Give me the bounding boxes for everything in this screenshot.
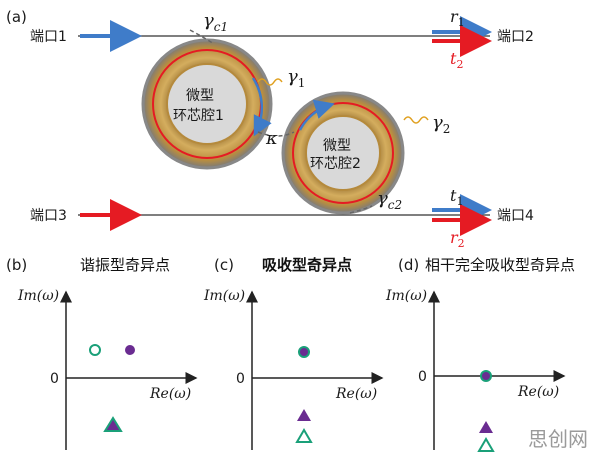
kappa-label: κ bbox=[265, 128, 278, 149]
ring2-text-2: 环芯腔2 bbox=[310, 156, 361, 172]
panel-c-circle bbox=[298, 346, 310, 358]
panel-c-open-triangle bbox=[295, 428, 313, 443]
t2-label: t2 bbox=[450, 49, 463, 71]
panel-c-title: 吸收型奇异点 bbox=[262, 256, 352, 274]
panel-d-zero: 0 bbox=[418, 369, 427, 385]
port4-label: 端口4 bbox=[497, 208, 534, 224]
ring2-text-1: 微型 bbox=[323, 138, 351, 154]
panel-a-tag: (a) bbox=[6, 8, 27, 26]
microring-2: 微型 环芯腔2 bbox=[281, 91, 405, 215]
panel-d-title: 相干完全吸收型奇异点 bbox=[425, 256, 575, 274]
panel-d-xlabel: Re(ω) bbox=[517, 384, 559, 400]
panel-d-filled-triangle bbox=[479, 421, 493, 433]
microring-1: 微型 环芯腔1 bbox=[141, 38, 273, 170]
gamma-c1-label: γc1 bbox=[203, 10, 228, 34]
panel-b-title: 谐振型奇异点 bbox=[80, 256, 170, 274]
coupling-kappa-line bbox=[257, 131, 295, 137]
panel-b-tag: (b) bbox=[6, 256, 27, 274]
gamma2-label: γ2 bbox=[432, 112, 450, 136]
panel-c-xlabel: Re(ω) bbox=[335, 386, 377, 402]
panel-b-xlabel: Re(ω) bbox=[149, 386, 191, 402]
panel-b-zero: 0 bbox=[50, 371, 59, 387]
panel-b-ylabel: Im(ω) bbox=[17, 288, 59, 304]
r2-label: r2 bbox=[450, 228, 465, 250]
panel-c-zero: 0 bbox=[236, 371, 245, 387]
loss-wave-2 bbox=[403, 116, 429, 124]
panel-c-tag: (c) bbox=[214, 256, 234, 274]
port3-label: 端口3 bbox=[30, 208, 67, 224]
port2-label: 端口2 bbox=[497, 29, 534, 45]
r1-label: r1 bbox=[450, 7, 465, 29]
coupling-c2-line bbox=[349, 205, 373, 214]
panel-c-ylabel: Im(ω) bbox=[203, 288, 245, 304]
panel-d-ylabel: Im(ω) bbox=[385, 288, 427, 304]
panel-b-triangle bbox=[103, 416, 123, 432]
panel-b-open-circle bbox=[89, 344, 101, 356]
panel-b-filled-circle bbox=[125, 345, 135, 355]
panel-d-circle bbox=[480, 370, 492, 382]
t1-label: t1 bbox=[450, 186, 463, 208]
gamma1-label: γ1 bbox=[287, 66, 305, 90]
port1-label: 端口1 bbox=[30, 29, 67, 45]
loss-wave-1 bbox=[257, 78, 283, 86]
panel-d-open-triangle bbox=[477, 437, 495, 452]
ring1-text-1: 微型 bbox=[186, 88, 214, 104]
coupling-c1-line bbox=[189, 29, 215, 45]
panel-d-tag: (d) bbox=[398, 256, 419, 274]
ring1-text-2: 环芯腔1 bbox=[173, 108, 224, 124]
watermark: 思创网 bbox=[528, 427, 588, 451]
panel-c-filled-triangle bbox=[297, 409, 311, 421]
